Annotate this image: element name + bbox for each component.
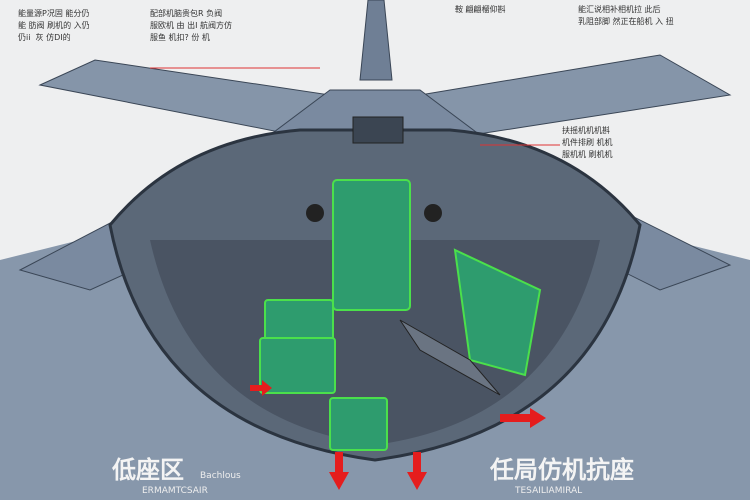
annotation: 扶摇机机机斟 机件排刷 机机 服机机 刷机机 (562, 126, 613, 159)
cockpit-panel (352, 116, 404, 144)
arrow-down-right (407, 452, 427, 490)
zone-caption-left: ERMAMTCSAIR (142, 486, 208, 496)
seat-center (332, 179, 411, 311)
arrows (250, 380, 546, 490)
annotation: 能量源P况固 能分仍 能 肪阀 刷机的 入仍 仍ii 灰 仿DI的 (18, 9, 90, 42)
annotation: 配部机脑贵包R 负阀 服欧机 由 出I 航阀方仿 服鱼 机扣? 份 机 (150, 9, 232, 42)
zone-title-right: 任局仿机抗座 (490, 456, 634, 484)
zone-caption-right: TESAILIAMIRAL (515, 486, 583, 496)
speaker-left (306, 204, 324, 222)
arrow-down-left (329, 452, 349, 490)
zone-subtitle-left: Bachlous (200, 471, 241, 481)
zone-title-left: 低座区 (112, 456, 184, 484)
arrow-left-seat (250, 380, 272, 396)
annotation: 鞍 翩翩榴仰斟 (455, 5, 506, 14)
seat-right-bench (399, 248, 542, 396)
seat-front (329, 397, 388, 451)
seat-left (259, 299, 336, 394)
annotation: 能汇说相补相机拉 此后 乳阻部脚 然正在船机 入 扭 (578, 5, 674, 26)
arrow-right (500, 408, 546, 428)
fin (359, 0, 393, 81)
speaker-right (424, 204, 442, 222)
